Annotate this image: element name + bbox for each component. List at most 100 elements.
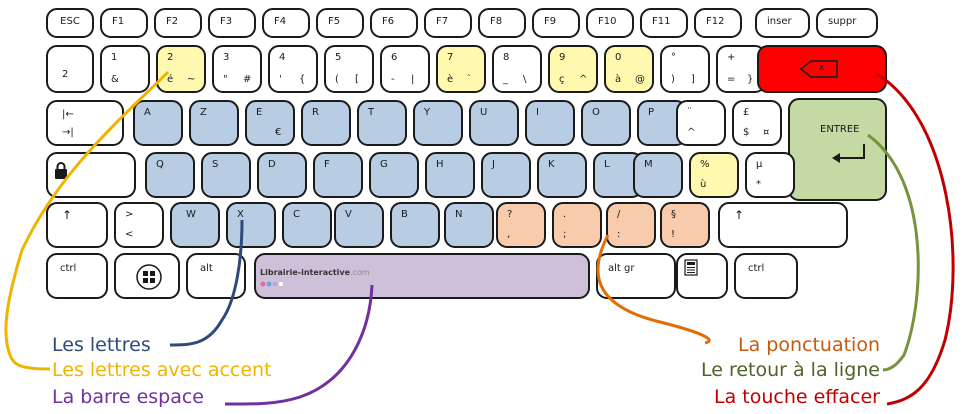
key-label: O xyxy=(592,107,600,118)
legend-delete: La touche effacer xyxy=(714,386,880,408)
key-x: X xyxy=(226,202,276,248)
key-label-bottom: $ xyxy=(743,127,750,138)
brand-name: Librairie-interactive xyxy=(260,268,351,277)
key-label-top: % xyxy=(700,159,710,170)
key-label-bottom: ; xyxy=(563,229,567,240)
key-q: Q xyxy=(145,152,195,198)
key-label-bottom: ^ xyxy=(687,127,696,138)
letters-callout-line xyxy=(169,219,244,347)
key-colon: /: xyxy=(606,202,656,248)
key-label-top: £ xyxy=(743,107,750,118)
key-backspace: x xyxy=(757,45,887,93)
key-label-altgr: { xyxy=(299,74,306,85)
key-label-altgr: € xyxy=(275,127,282,138)
key-f6: F6 xyxy=(370,8,418,38)
legend-accents: Les lettres avec accent xyxy=(52,359,272,381)
legend-letters: Les lettres xyxy=(52,334,151,356)
key-i: I xyxy=(525,100,575,146)
key-label-bottom: : xyxy=(617,229,621,240)
key-a: A xyxy=(133,100,183,146)
key-label-bottom: ù xyxy=(700,179,707,190)
key-label: ctrl xyxy=(60,263,77,274)
key-h: H xyxy=(425,152,475,198)
key-d: D xyxy=(257,152,307,198)
key-label: ↑ xyxy=(734,208,745,222)
key-label-top: 2 xyxy=(167,52,174,63)
key-label-bottom: * xyxy=(756,179,761,190)
key-label: B xyxy=(401,209,408,220)
key-label-altgr: ] xyxy=(691,74,695,85)
windows-logo-icon xyxy=(136,264,162,290)
key-label: F2 xyxy=(166,16,179,27)
key-m: M xyxy=(633,152,683,198)
key-f11: F11 xyxy=(640,8,688,38)
key-label-top: . xyxy=(563,209,567,220)
key-label: M xyxy=(644,159,653,170)
key-label: U xyxy=(480,107,488,118)
key-f8: F8 xyxy=(478,8,526,38)
key-label: A xyxy=(144,107,151,118)
key-label: alt gr xyxy=(608,263,635,274)
key-e: E€ xyxy=(245,100,295,146)
brand-dots-icon xyxy=(260,281,284,287)
key-label-bottom: à xyxy=(615,74,622,85)
legend-space: La barre espace xyxy=(52,386,204,408)
key-label-bottom: < xyxy=(125,229,134,240)
key-label: F xyxy=(324,159,330,170)
key-f10: F10 xyxy=(586,8,634,38)
key-label: D xyxy=(268,159,276,170)
key-label-top: / xyxy=(617,209,621,220)
key-label-top: 6 xyxy=(391,52,398,63)
key-label: V xyxy=(345,209,352,220)
key-label-bottom: _ xyxy=(503,74,508,85)
key-label-bottom: - xyxy=(391,74,395,85)
key-label: ENTREE xyxy=(820,124,860,135)
key-label: ↑ xyxy=(62,208,73,222)
key-label: F9 xyxy=(544,16,557,27)
key-tab: |←→| xyxy=(46,100,124,146)
key-f2: F2 xyxy=(154,8,202,38)
key-label-top: 5 xyxy=(335,52,342,63)
key-pound: £$¤ xyxy=(732,100,782,146)
key-label: F10 xyxy=(598,16,617,27)
key-label: C xyxy=(293,209,300,220)
key-label: F5 xyxy=(328,16,341,27)
key-label: P xyxy=(648,107,655,118)
key-b: B xyxy=(390,202,440,248)
key-f4: F4 xyxy=(262,8,310,38)
key-8: 8_\ xyxy=(492,45,542,93)
key-label-bottom: é xyxy=(167,74,174,85)
key-label-altgr: ^ xyxy=(579,74,588,85)
key-label-top: ? xyxy=(507,209,513,220)
key-label-bottom: " xyxy=(223,74,228,85)
key-label-top: > xyxy=(125,209,134,220)
key-c: C xyxy=(282,202,332,248)
key-label-altgr: \ xyxy=(523,74,527,85)
key-label: H xyxy=(436,159,444,170)
key-exclamation: §! xyxy=(660,202,710,248)
key-label: ESC xyxy=(60,16,80,27)
key-label-top: µ xyxy=(756,159,763,170)
menu-icon xyxy=(684,259,698,276)
key-label-bottom: & xyxy=(111,74,119,85)
key-label: S xyxy=(212,159,219,170)
key-3: 3"# xyxy=(212,45,262,93)
key-label: x xyxy=(819,63,825,73)
key-label: inser xyxy=(767,16,792,27)
legend-enter: Le retour à la ligne xyxy=(700,359,880,381)
key-r: R xyxy=(301,100,351,146)
key-label-top: 1 xyxy=(111,52,118,63)
key-f: F xyxy=(313,152,363,198)
key-v: V xyxy=(334,202,384,248)
key-semicolon: .; xyxy=(552,202,602,248)
key-angle-brackets: >< xyxy=(114,202,164,248)
key-label: F6 xyxy=(382,16,395,27)
key-o: O xyxy=(581,100,631,146)
key-label-top: 3 xyxy=(223,52,230,63)
key-ctrl-left: ctrl xyxy=(46,253,108,299)
key-space: Librairie-interactive.com xyxy=(254,253,590,299)
legend-punctuation: La ponctuation xyxy=(738,334,880,356)
